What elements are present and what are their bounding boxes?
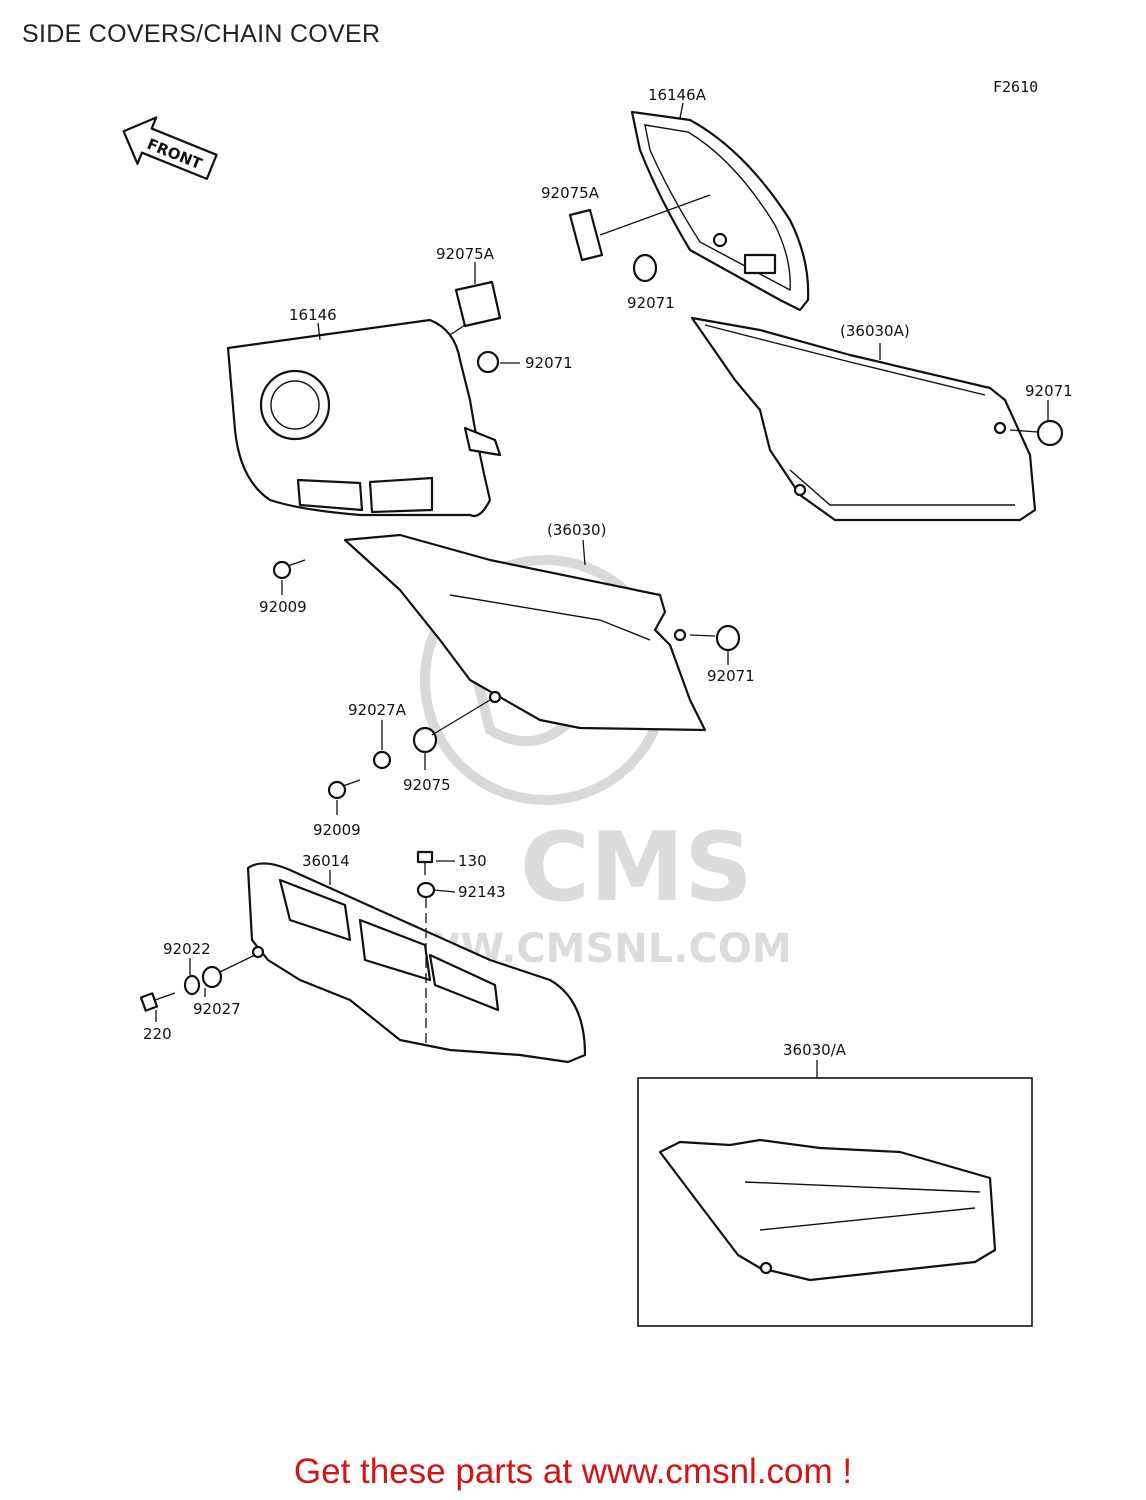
callout-220: 220 (143, 1025, 172, 1043)
callout-92071-far-right: 92071 (1025, 382, 1073, 400)
part-92022 (183, 974, 201, 996)
callout-16146A: 16146A (648, 86, 707, 104)
figure-code: F2610 (993, 78, 1039, 96)
callout-36030: (36030) (547, 521, 606, 539)
callout-130: 130 (458, 852, 487, 870)
part-92027A (372, 750, 392, 770)
part-16146 (226, 318, 502, 518)
inset-36030-A (637, 1060, 1033, 1327)
watermark-brand: CMS (520, 813, 753, 923)
callout-92075A-right: 92075A (541, 184, 600, 202)
callout-16146: 16146 (289, 306, 337, 324)
page-title: SIDE COVERS/CHAIN COVER (22, 20, 381, 48)
callout-92027A: 92027A (348, 701, 407, 719)
part-92075A-left (454, 280, 502, 328)
part-92071-left (476, 350, 500, 374)
part-36030 (343, 533, 707, 732)
part-92009-upper (272, 559, 306, 580)
front-arrow: FRONT (122, 116, 218, 181)
callout-36030A: (36030A) (840, 322, 910, 340)
callout-92071-right-upper: 92071 (627, 294, 675, 312)
callout-92075: 92075 (403, 776, 451, 794)
callout-92075A-left: 92075A (436, 245, 495, 263)
callout-92071-mid: 92071 (707, 667, 755, 685)
part-92075 (412, 726, 438, 754)
callout-92071-left: 92071 (525, 354, 573, 372)
leader-lines (155, 102, 1049, 1022)
part-92027 (201, 965, 223, 989)
part-130 (416, 850, 434, 875)
part-92071-mid (715, 624, 741, 652)
callout-92143: 92143 (458, 883, 506, 901)
part-220 (139, 992, 176, 1012)
callout-92009-lower: 92009 (313, 821, 361, 839)
callout-92022: 92022 (163, 940, 211, 958)
part-92071-far-right (1036, 419, 1064, 447)
callout-92009-upper: 92009 (259, 598, 307, 616)
part-92009-lower (327, 779, 361, 800)
callout-36014: 36014 (302, 852, 350, 870)
part-92071-right-upper (632, 253, 658, 283)
callout-36030-A-inset: 36030/A (783, 1041, 847, 1059)
part-92143 (416, 881, 436, 899)
part-92075A-right (568, 208, 604, 262)
part-36030A (690, 316, 1037, 522)
part-36014 (246, 862, 587, 1064)
footer-promo-link[interactable]: Get these parts at www.cmsnl.com ! (293, 1452, 853, 1491)
callout-92027: 92027 (193, 1000, 241, 1018)
part-16146A (630, 110, 810, 312)
